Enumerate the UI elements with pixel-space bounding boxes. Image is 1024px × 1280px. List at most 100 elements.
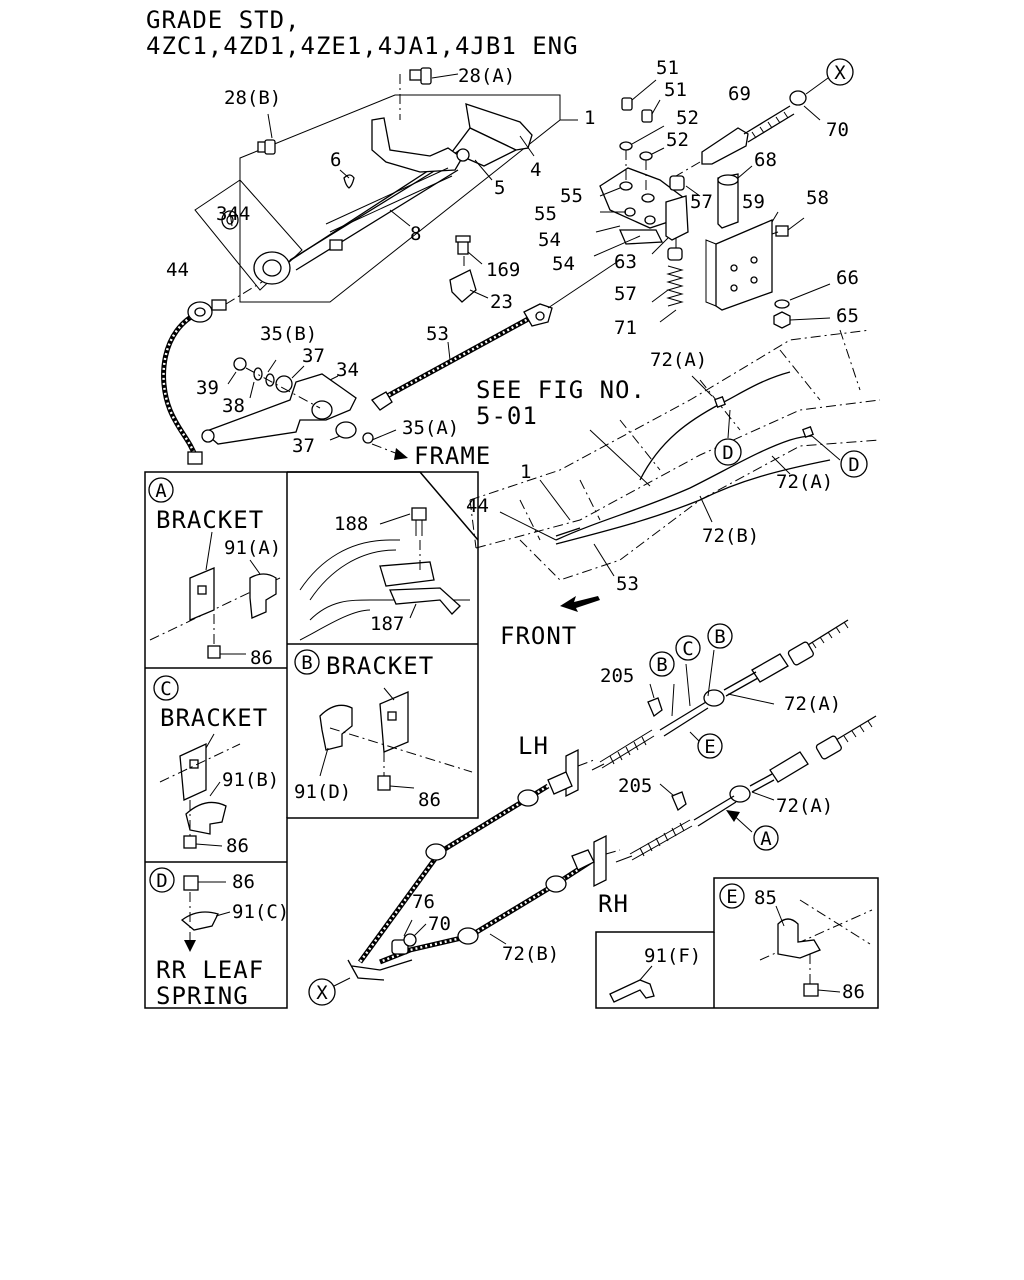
callout-86-d: 86 [232,871,255,893]
clip-91a [249,573,277,619]
bolt-28b [257,139,276,155]
nut-65 [773,311,791,329]
lever-assembly [194,67,578,303]
note-see-fig-1: SEE FIG NO. [476,376,646,404]
callout-344: 344 [216,203,250,225]
panel-d-title-1: RR LEAF [156,956,264,984]
callout-37a: 37 [302,345,325,367]
callout-71: 71 [614,317,637,339]
panel-91f [609,965,655,1003]
panel-c-title: BRACKET [160,704,268,732]
svg-text:X: X [834,62,846,84]
rear-cable-lh [591,619,849,771]
note-frame: FRAME [414,442,491,470]
callout-54a: 54 [538,229,561,251]
spring-71 [666,265,684,307]
callout-70: 70 [826,119,849,141]
cable-53 [371,259,621,411]
clip-85 [777,918,821,959]
marker-b-lh-2: B [707,623,733,649]
callout-28a: 28(A) [458,65,515,87]
svg-text:D: D [156,870,167,892]
bracket-c [179,742,207,801]
callout-86-b: 86 [418,789,441,811]
callout-58: 58 [806,187,829,209]
callout-51b: 51 [664,79,687,101]
bolt-169 [455,235,471,255]
callout-57a: 57 [690,191,713,213]
callout-52b: 52 [666,129,689,151]
washer-38 [253,367,263,381]
callout-54b: 54 [552,253,575,275]
svg-text:E: E [726,886,737,908]
callout-70-rear: 70 [428,913,451,935]
svg-text:A: A [155,480,167,502]
callout-86-e: 86 [842,981,865,1003]
callout-39: 39 [196,377,219,399]
callout-35b: 35(B) [260,323,317,345]
callout-59: 59 [742,191,765,213]
callout-53-frame: 53 [616,573,639,595]
label-rh: RH [598,890,629,918]
frame-arrow [371,443,408,460]
arrow-a-rh [726,810,740,822]
callout-86-c: 86 [226,835,249,857]
callout-57b: 57 [614,283,637,305]
panel-a: A [148,477,281,659]
marker-c-lh: C [675,635,701,661]
ring-35b [265,373,275,387]
callout-91d: 91(D) [294,781,351,803]
ring-35a [362,432,374,444]
bracket-lh [565,748,579,798]
svg-text:D: D [722,442,733,464]
bushing-37a [275,375,293,393]
callout-69: 69 [728,83,751,105]
callout-23: 23 [490,291,513,313]
clip-205b [671,791,687,812]
label-lh: LH [518,732,549,760]
callout-205b: 205 [618,775,652,797]
callout-91b: 91(B) [222,769,279,791]
bracket-187 [389,587,461,615]
bolt-86-d [183,875,199,891]
marker-x-bottom: X [308,978,336,1006]
plate-59 [715,219,773,311]
callout-66: 66 [836,267,859,289]
callout-8: 8 [410,223,421,245]
washer-52a [619,141,633,151]
nut-39 [233,357,247,371]
callout-34: 34 [336,359,359,381]
callout-35a: 35(A) [402,417,459,439]
svg-text:B: B [656,654,667,676]
panel-188-187 [299,507,470,641]
washer-66 [774,299,790,309]
callout-72a-frame-1: 72(A) [650,349,707,371]
marker-e-lh: E [697,733,723,759]
callout-169: 169 [486,259,520,281]
spacer-63 [665,195,689,241]
callout-55a: 55 [560,185,583,207]
callout-86-a: 86 [250,647,273,669]
callout-28b: 28(B) [224,87,281,109]
svg-text:E: E [704,736,715,758]
callout-65: 65 [836,305,859,327]
clip-91d [319,704,353,751]
equalizer-34 [201,357,397,445]
bracket-b [379,691,409,753]
panel-c: C [153,675,241,849]
bolt-86-a [207,645,221,659]
callout-55b: 55 [534,203,557,225]
callout-1-frame: 1 [520,461,531,483]
callout-53: 53 [426,323,449,345]
callout-63: 63 [614,251,637,273]
cap-57a [669,175,685,191]
bolt-86-c [183,835,197,849]
pin-51b [641,109,653,123]
panel-b-title: BRACKET [326,652,434,680]
clip-205a [647,697,663,718]
front-cable-44 [161,281,263,465]
panel-a-title: BRACKET [156,506,264,534]
nut-70 [789,90,807,106]
callout-187: 187 [370,613,404,635]
